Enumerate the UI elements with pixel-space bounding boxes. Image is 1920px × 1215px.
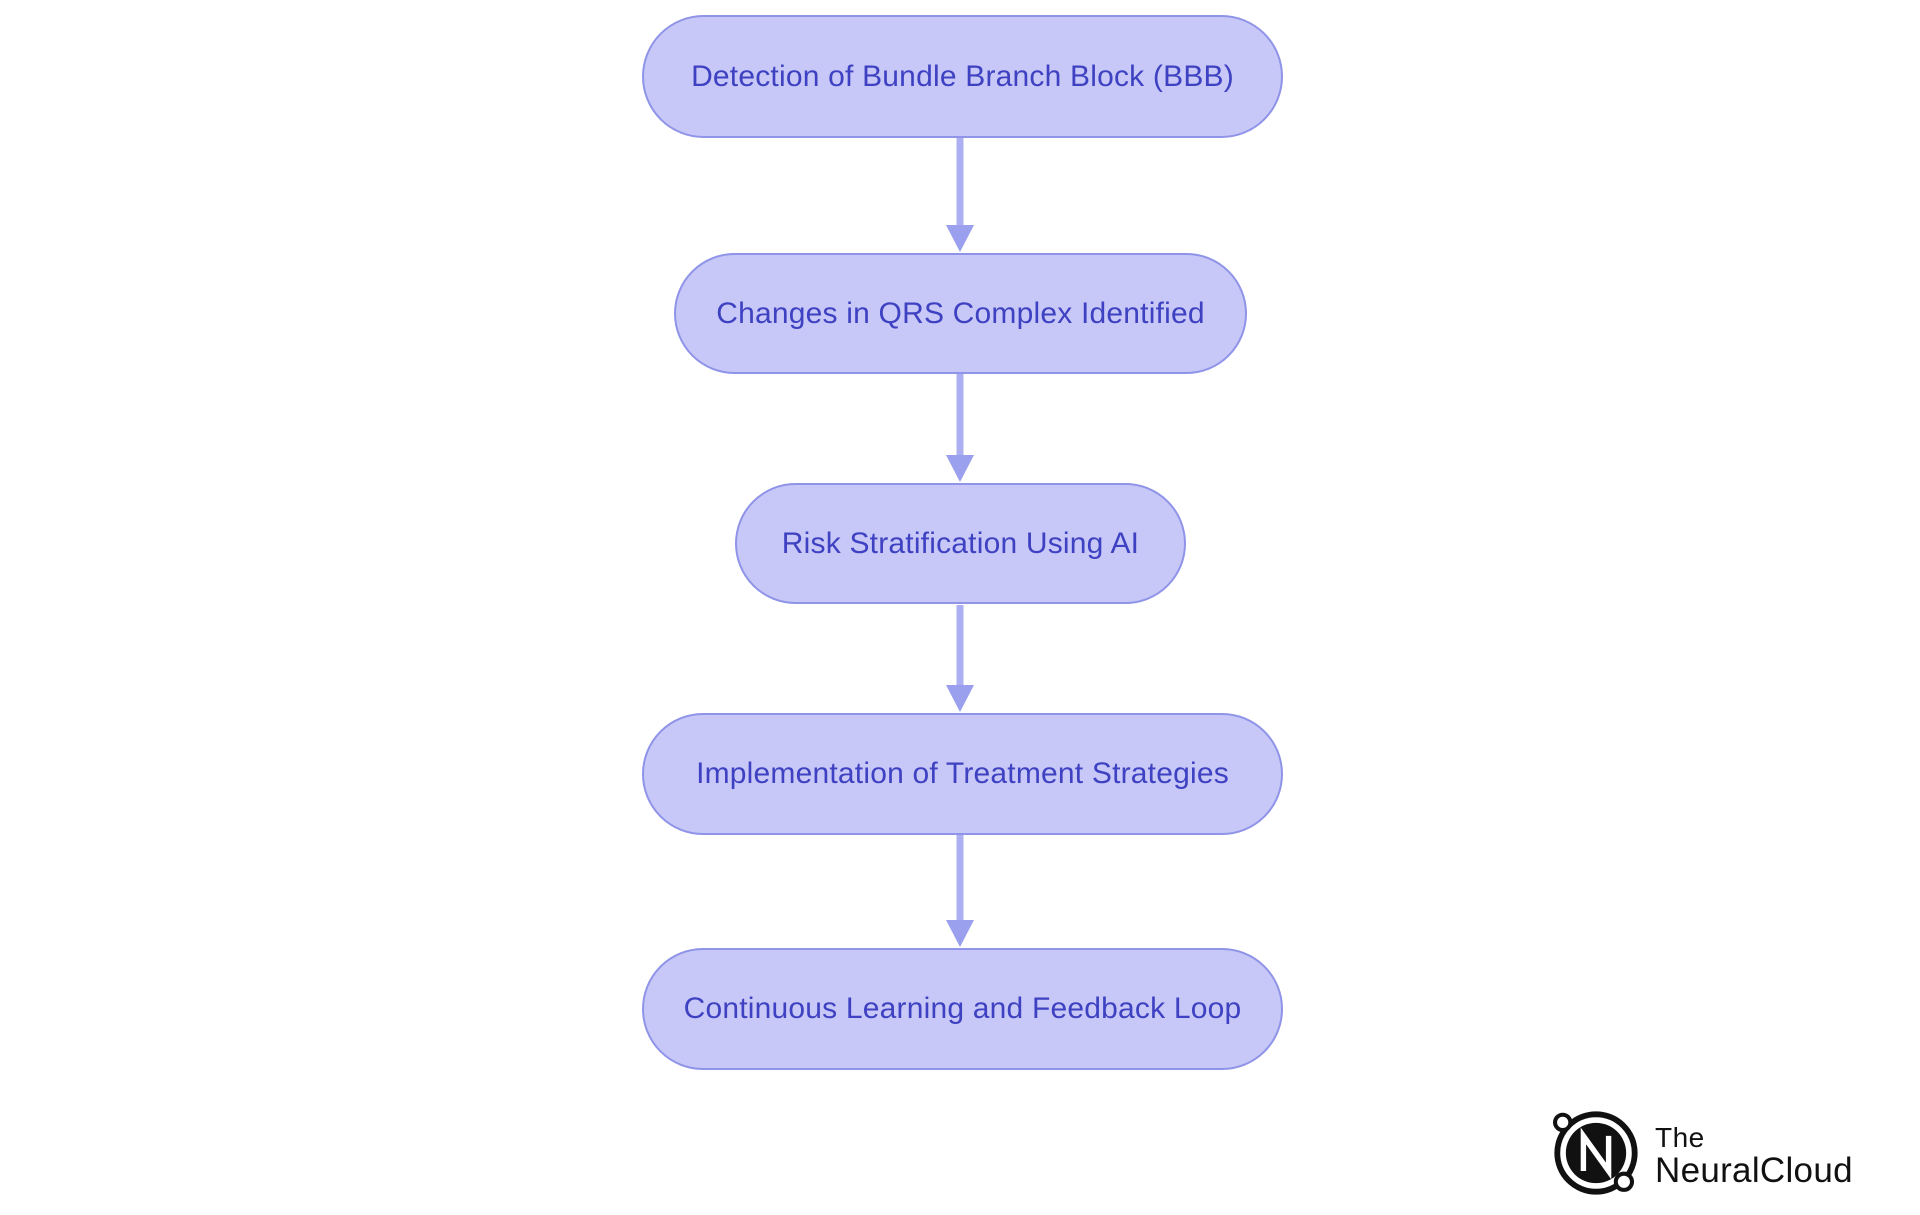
flow-arrow-4 bbox=[946, 835, 974, 947]
flow-node-label: Implementation of Treatment Strategies bbox=[696, 757, 1229, 790]
flow-node-treatment-implementation: Implementation of Treatment Strategies bbox=[642, 713, 1283, 835]
flow-arrow-1 bbox=[946, 138, 974, 252]
brand-name: The NeuralCloud bbox=[1655, 1117, 1853, 1191]
flow-arrow-2 bbox=[946, 374, 974, 482]
arrowhead-down-icon bbox=[946, 455, 974, 482]
arrowhead-down-icon bbox=[946, 920, 974, 947]
flow-node-detection-bbb: Detection of Bundle Branch Block (BBB) bbox=[642, 15, 1283, 138]
brand-name-line2: NeuralCloud bbox=[1655, 1151, 1853, 1191]
arrow-line bbox=[956, 605, 964, 686]
flow-node-qrs-changes: Changes in QRS Complex Identified bbox=[674, 253, 1247, 374]
flow-node-risk-stratification: Risk Stratification Using AI bbox=[735, 483, 1186, 604]
brand-name-line1: The bbox=[1655, 1121, 1705, 1153]
arrow-line bbox=[956, 138, 964, 226]
flow-node-label: Changes in QRS Complex Identified bbox=[716, 296, 1205, 330]
flow-node-label: Continuous Learning and Feedback Loop bbox=[683, 992, 1242, 1025]
brand-logo: The NeuralCloud bbox=[1551, 1108, 1853, 1198]
arrowhead-down-icon bbox=[946, 685, 974, 712]
arrow-line bbox=[956, 835, 964, 921]
flow-node-label: Detection of Bundle Branch Block (BBB) bbox=[691, 59, 1234, 93]
flow-node-continuous-learning: Continuous Learning and Feedback Loop bbox=[642, 948, 1283, 1070]
neuralcloud-logo-icon bbox=[1553, 1111, 1638, 1195]
arrow-line bbox=[956, 374, 964, 456]
flow-arrow-3 bbox=[946, 605, 974, 712]
flow-node-label: Risk Stratification Using AI bbox=[781, 526, 1140, 560]
arrowhead-down-icon bbox=[946, 225, 974, 252]
